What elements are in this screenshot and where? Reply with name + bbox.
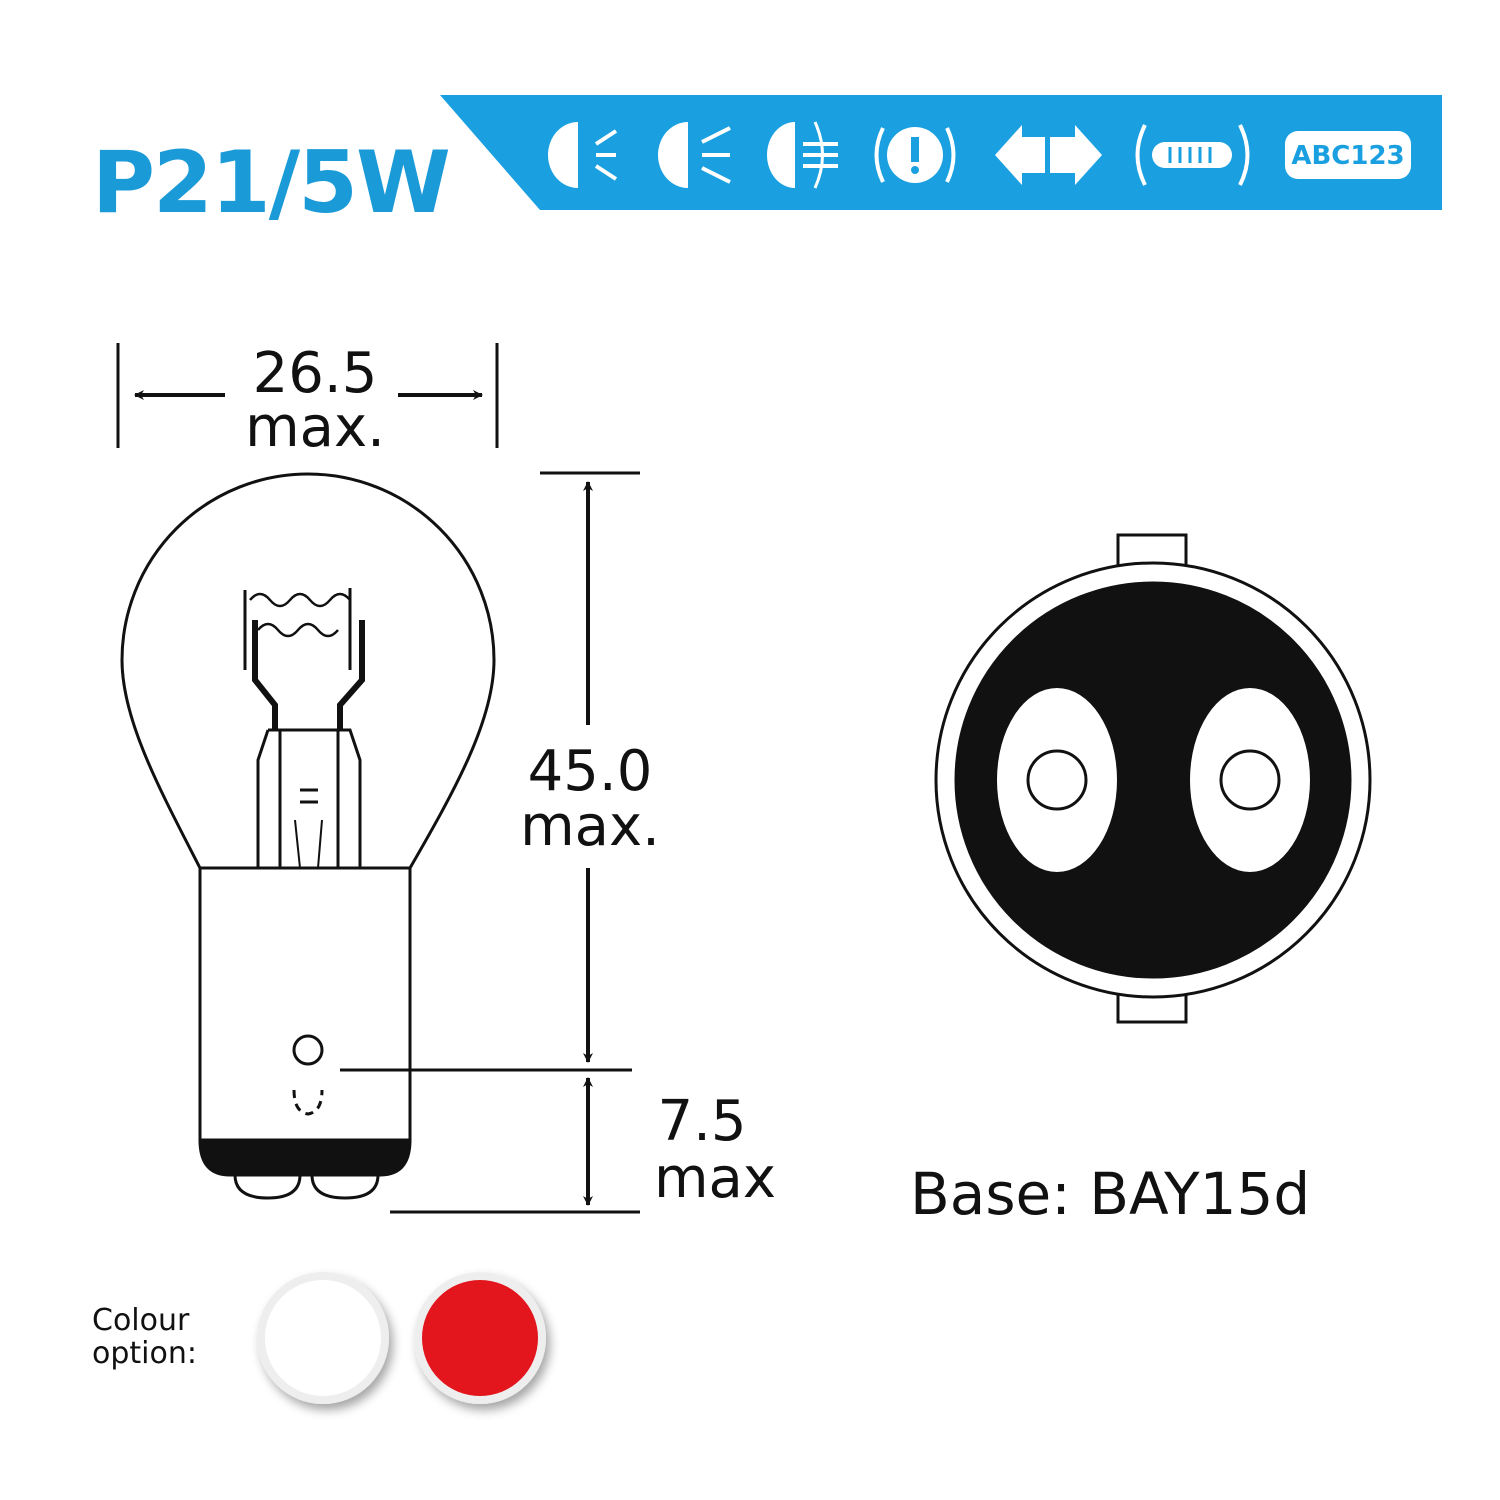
colour-swatch-white	[257, 1272, 389, 1404]
base-height-value: 7.5	[657, 1089, 746, 1154]
height-unit: max.	[520, 794, 660, 859]
warning-light-icon	[874, 127, 956, 183]
base-label: Base: BAY15d	[910, 1160, 1310, 1228]
height-dimension	[340, 471, 640, 1214]
svg-text:ABC123: ABC123	[1291, 141, 1404, 171]
colour-option-label: Colour	[92, 1303, 190, 1338]
indicator-arrows-icon	[995, 125, 1102, 185]
height-value: 45.0	[528, 739, 653, 804]
parking-light-icon	[548, 122, 618, 188]
colour-swatch-red	[414, 1272, 546, 1404]
bulb-outline	[120, 472, 496, 1200]
base-end-view	[934, 533, 1372, 1024]
license-plate-icon: ABC123	[1285, 131, 1411, 179]
colour-option-label-2: option:	[92, 1336, 197, 1371]
fog-light-icon	[767, 121, 838, 189]
width-unit: max.	[245, 395, 385, 460]
base-height-unit: max	[654, 1146, 776, 1211]
page-title: P21/5W	[92, 133, 449, 233]
width-dimension	[116, 343, 499, 448]
interior-festoon-icon	[1135, 124, 1250, 186]
low-beam-icon	[658, 122, 731, 188]
width-value: 26.5	[253, 341, 378, 406]
